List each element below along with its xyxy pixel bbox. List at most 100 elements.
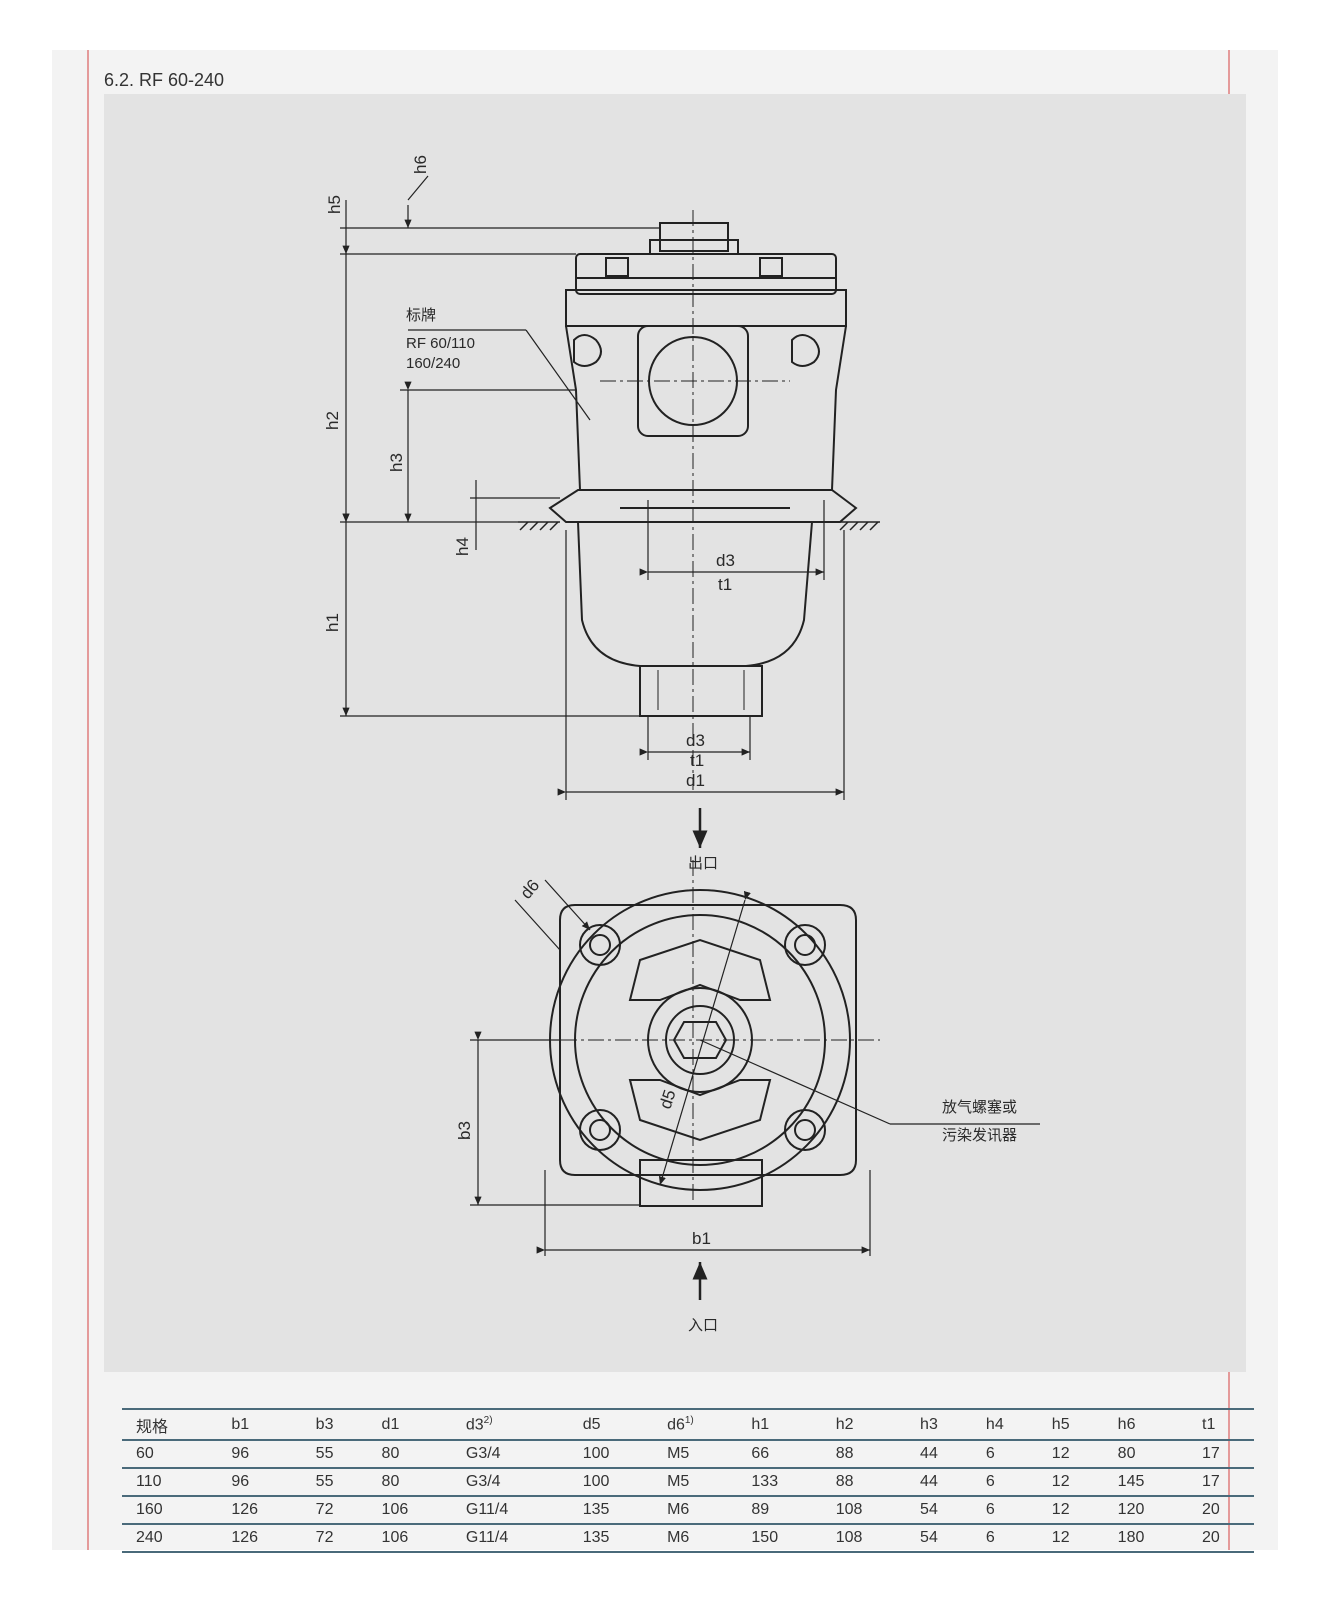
table-cell: 80 <box>367 1440 452 1469</box>
header-cell: h4 <box>971 1408 1038 1441</box>
label-h3: h3 <box>387 453 406 472</box>
label-h6: h6 <box>411 155 430 174</box>
table-header-row: 规格 b1 b3 d1 d32) d5 d61) h1 h2 h3 h4 h5 … <box>122 1408 1254 1441</box>
table-cell: G3/4 <box>451 1468 569 1497</box>
section-title: 6.2. RF 60-240 <box>104 70 225 90</box>
top-dimensions <box>470 879 1040 1256</box>
label-d5: d5 <box>656 1087 680 1111</box>
table-cell: 20 <box>1188 1524 1254 1553</box>
table-cell: 135 <box>568 1524 654 1553</box>
top-outline <box>559 904 857 1176</box>
housing-body <box>565 325 847 491</box>
outlet-label: 出口 <box>688 855 718 872</box>
label-h4: h4 <box>453 537 472 556</box>
table-cell: 17 <box>1188 1440 1254 1469</box>
table-cell: 54 <box>906 1524 972 1553</box>
table-cell: 120 <box>1103 1496 1188 1525</box>
table-cell: 106 <box>367 1496 452 1525</box>
header-cell: h6 <box>1103 1408 1188 1441</box>
label-t1-lower: t1 <box>690 751 704 770</box>
header-cell: t1 <box>1188 1408 1254 1441</box>
table-cell: 60 <box>122 1440 218 1469</box>
table-cell: 108 <box>821 1524 907 1553</box>
table-cell: 44 <box>906 1440 972 1469</box>
header-cell: h5 <box>1037 1408 1104 1441</box>
mounting-flange <box>548 489 858 523</box>
table-cell: 6 <box>971 1468 1038 1497</box>
top-view <box>549 889 857 1207</box>
table-cell: 145 <box>1103 1468 1188 1497</box>
header-cell: h1 <box>737 1408 822 1441</box>
table-cell: 44 <box>906 1468 972 1497</box>
spec-table: 规格 b1 b3 d1 d32) d5 d61) h1 h2 h3 h4 h5 … <box>122 1408 1254 1553</box>
nameplate-line2: 160/240 <box>406 355 460 372</box>
table-cell: 12 <box>1037 1524 1104 1553</box>
table-cell: 106 <box>367 1524 452 1553</box>
label-h5: h5 <box>325 195 344 214</box>
table-cell: 126 <box>217 1496 302 1525</box>
header-cell: h2 <box>821 1408 907 1441</box>
table-cell: 6 <box>971 1496 1038 1525</box>
table-cell: 17 <box>1188 1468 1254 1497</box>
table-cell: 88 <box>821 1440 907 1469</box>
label-h2: h2 <box>323 411 342 430</box>
header-cell: d32) <box>451 1408 569 1441</box>
table-cell: G11/4 <box>451 1524 569 1553</box>
table-cell: 88 <box>821 1468 907 1497</box>
left-margin-line <box>87 50 89 1550</box>
label-d6: d6 <box>517 876 544 903</box>
side-dimensions <box>340 175 845 800</box>
filter-bowl <box>577 521 813 667</box>
table-cell: M5 <box>653 1468 738 1497</box>
table-cell: G11/4 <box>451 1496 569 1525</box>
table-cell: 150 <box>737 1524 822 1553</box>
label-b1: b1 <box>692 1229 711 1248</box>
table-cell: M5 <box>653 1440 738 1469</box>
label-d1: d1 <box>686 771 705 790</box>
header-cell: b1 <box>217 1408 302 1441</box>
table-cell: 89 <box>737 1496 822 1525</box>
table-cell: 6 <box>971 1440 1038 1469</box>
bottom-outlet <box>639 665 763 717</box>
technical-drawing: h5 h6 h2 h3 h4 h1 d3 t1 d3 t1 d1 d6 d5 b… <box>323 155 1040 1334</box>
table-cell: M6 <box>653 1496 738 1525</box>
table-cell: 55 <box>301 1440 368 1469</box>
cover-flange <box>565 289 847 327</box>
table-cell: 66 <box>737 1440 822 1469</box>
table-cell: 55 <box>301 1468 368 1497</box>
vent-label-line2: 污染发讯器 <box>942 1127 1017 1144</box>
table-cell: 80 <box>1103 1440 1188 1469</box>
side-view <box>518 222 880 717</box>
table-cell: 80 <box>367 1468 452 1497</box>
label-d3-upper: d3 <box>716 551 735 570</box>
label-d3-lower: d3 <box>686 731 705 750</box>
table-cell: 108 <box>821 1496 907 1525</box>
header-cell: 规格 <box>122 1408 218 1441</box>
header-cell: d5 <box>568 1408 654 1441</box>
label-h1: h1 <box>323 613 342 632</box>
table-cell: 6 <box>971 1524 1038 1553</box>
vent-label-line1: 放气螺塞或 <box>942 1098 1017 1116</box>
inlet-label: 入口 <box>688 1317 718 1334</box>
header-cell: d1 <box>367 1408 452 1441</box>
header-cell: h3 <box>906 1408 972 1441</box>
cover <box>575 253 837 295</box>
table-cell: G3/4 <box>451 1440 569 1469</box>
table-cell: 12 <box>1037 1440 1104 1469</box>
footnote-mark: 2) <box>483 1415 493 1427</box>
table-cell: 72 <box>301 1496 368 1525</box>
table-cell: 96 <box>217 1468 302 1497</box>
label-b3: b3 <box>455 1121 474 1140</box>
table-cell: M6 <box>653 1524 738 1553</box>
table-cell: 100 <box>568 1468 654 1497</box>
header-cell: b3 <box>301 1408 368 1441</box>
table-cell: 54 <box>906 1496 972 1525</box>
table-cell: 135 <box>568 1496 654 1525</box>
header-cell: d61) <box>653 1408 738 1441</box>
table-cell: 160 <box>122 1496 218 1525</box>
table-cell: 72 <box>301 1524 368 1553</box>
